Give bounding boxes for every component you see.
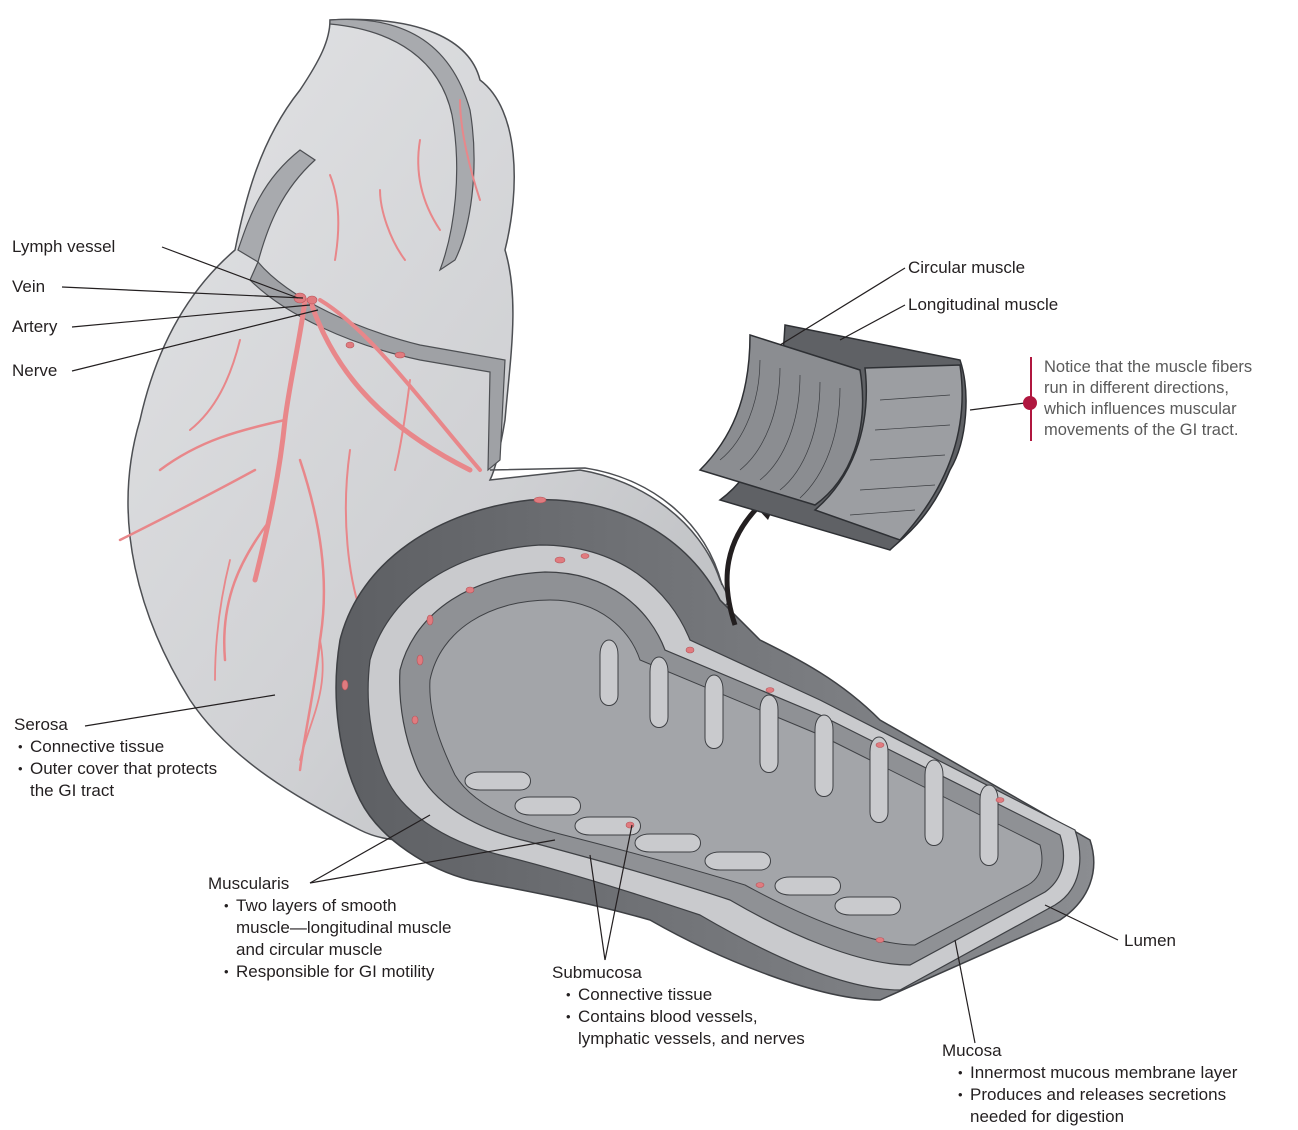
muscularis-bullet-line: muscle—longitudinal muscle [236,917,451,939]
label-circular-muscle: Circular muscle [908,257,1025,279]
label-vein: Vein [12,276,45,298]
serosa-bullet-line: the GI tract [30,780,217,802]
label-serosa: Serosa Connective tissue Outer cover tha… [14,714,217,802]
muscularis-title: Muscularis [208,873,451,895]
submucosa-bullet-line: lymphatic vessels, and nerves [578,1028,805,1050]
mucosa-title: Mucosa [942,1040,1237,1062]
muscularis-bullet-line: and circular muscle [236,939,451,961]
label-lumen: Lumen [1124,930,1176,952]
submucosa-bullet-line: Contains blood vessels, [578,1006,805,1028]
label-muscularis: Muscularis Two layers of smoothmuscle—lo… [208,873,451,983]
note-line: run in different directions, [1044,378,1252,399]
mucosa-bullet-line: needed for digestion [970,1106,1237,1128]
muscularis-bullet-line: Two layers of smooth [236,895,451,917]
serosa-bullet-line: Outer cover that protects [30,758,217,780]
muscularis-bullet: Responsible for GI motility [220,961,451,983]
submucosa-title: Submucosa [552,962,805,984]
mucosa-bullet: Innermost mucous membrane layer [954,1062,1237,1084]
label-submucosa: Submucosa Connective tissue Contains blo… [552,962,805,1050]
serosa-title: Serosa [14,714,217,736]
mucosa-bullet-line: Produces and releases secretions [970,1084,1237,1106]
note-line: movements of the GI tract. [1044,420,1252,441]
label-longitudinal-muscle: Longitudinal muscle [908,294,1058,316]
label-mucosa: Mucosa Innermost mucous membrane layer P… [942,1040,1237,1128]
label-lymph-vessel: Lymph vessel [12,236,115,258]
submucosa-bullet: Contains blood vessels,lymphatic vessels… [562,1006,805,1050]
label-nerve: Nerve [12,360,57,382]
serosa-bullet: Connective tissue [14,736,217,758]
label-artery: Artery [12,316,57,338]
note-line: which influences muscular [1044,399,1252,420]
muscle-block-inset [700,325,966,550]
muscularis-bullet: Two layers of smoothmuscle—longitudinal … [220,895,451,961]
note-line: Notice that the muscle fibers [1044,357,1252,378]
submucosa-bullet: Connective tissue [562,984,805,1006]
muscle-fiber-note: Notice that the muscle fibers run in dif… [1030,357,1252,441]
